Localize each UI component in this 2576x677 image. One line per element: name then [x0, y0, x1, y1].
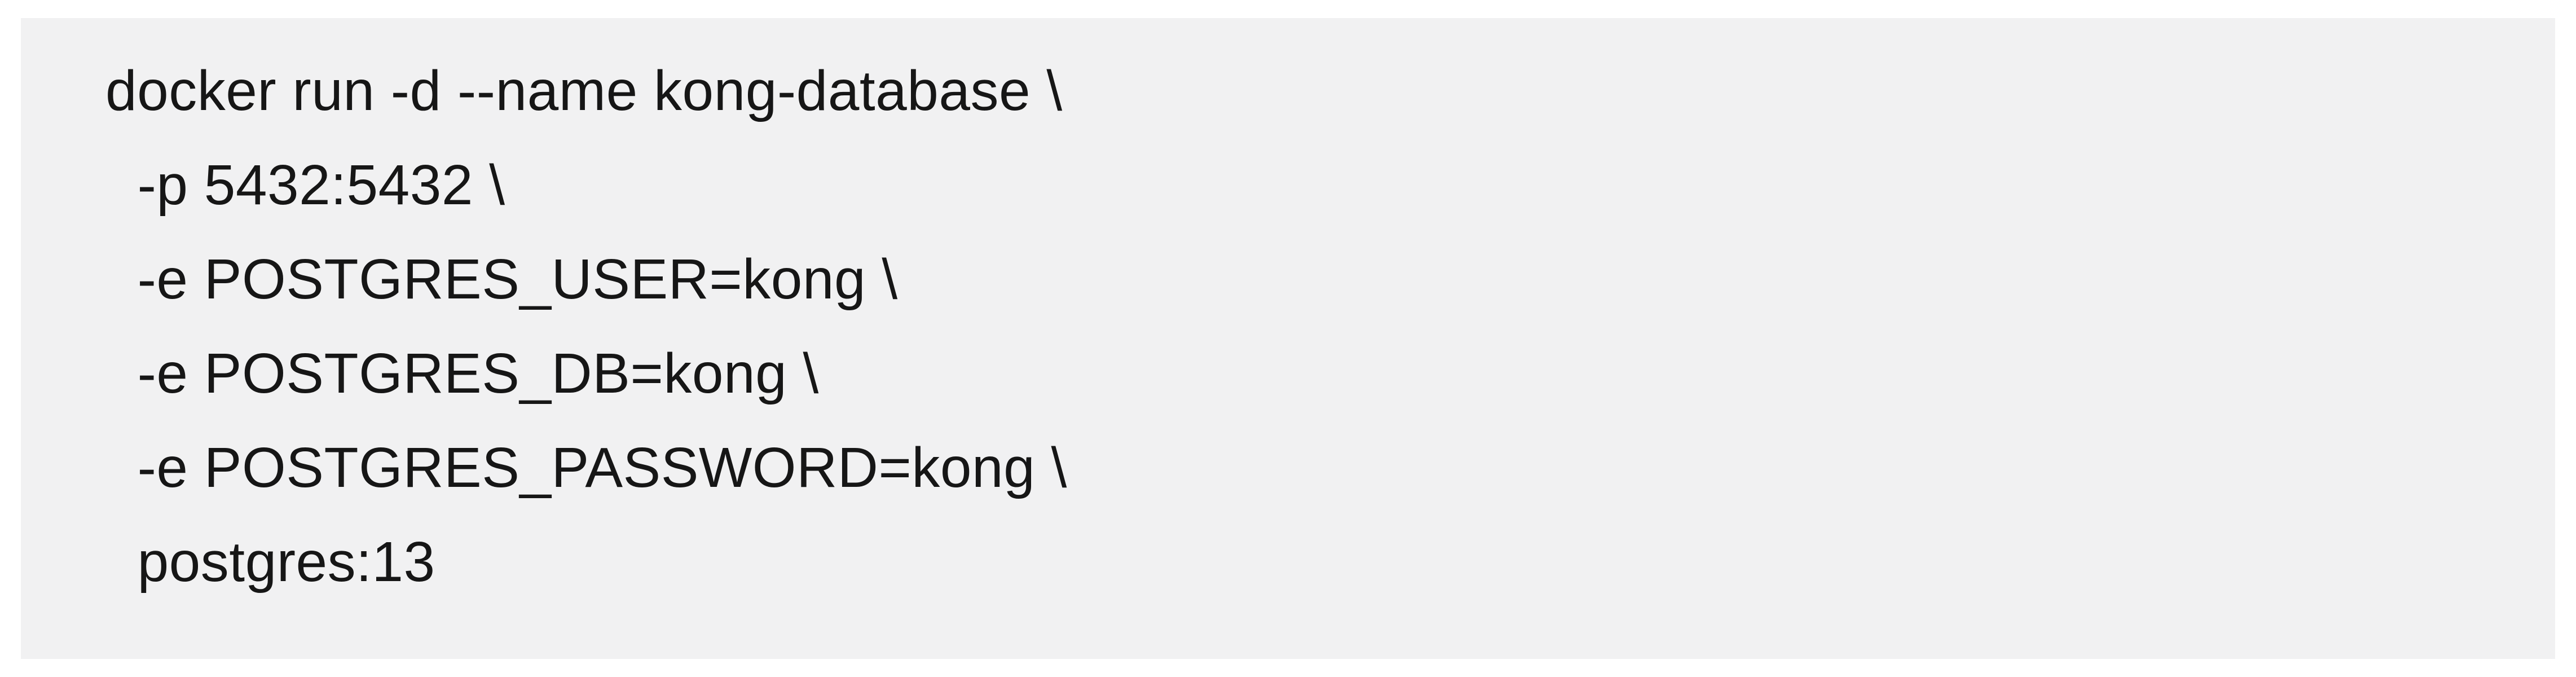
code-block: docker run -d --name kong-database \ -p …	[105, 59, 1067, 594]
code-panel: docker run -d --name kong-database \ -p …	[21, 18, 2555, 659]
